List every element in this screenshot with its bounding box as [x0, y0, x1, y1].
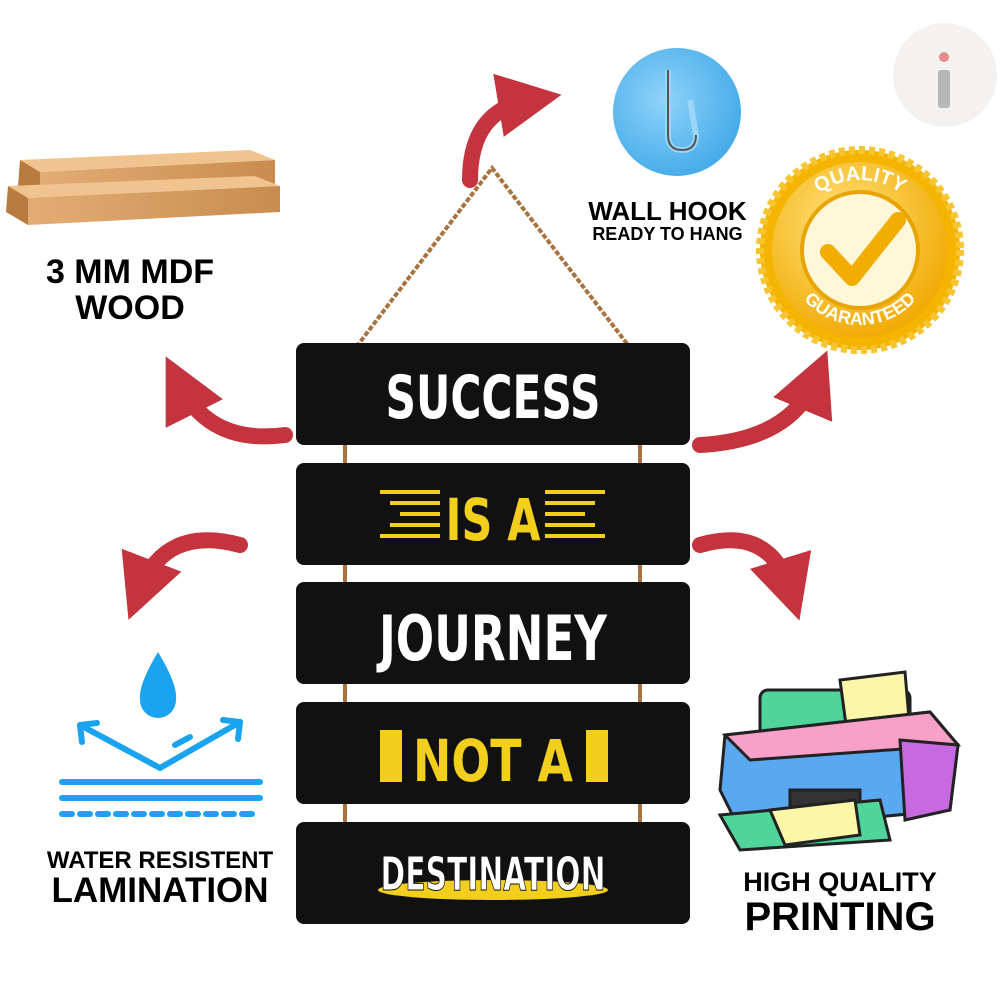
board-is-a: IS A [296, 463, 690, 565]
board-journey: JOURNEY [296, 582, 690, 684]
printer-icon [717, 670, 962, 852]
wall-hook-icon [613, 48, 741, 176]
hook-label-line1: WALL HOOK [588, 196, 747, 226]
board-not-a: NOT A [296, 702, 690, 804]
quality-guaranteed-badge: QUALITY GUARANTEED [756, 146, 964, 354]
board-success: SUCCESS [296, 343, 690, 445]
board-destination: DESTINATION [296, 822, 690, 924]
hook-label-line2: READY TO HANG [592, 224, 743, 245]
wood-label-line1: 3 MM MDF [45, 253, 215, 291]
printing-label: HIGH QUALITY PRINTING [725, 867, 955, 940]
water-resistant-icon [59, 652, 263, 817]
arrow-to-wood [165, 356, 293, 445]
arrow-to-water [121, 532, 248, 620]
arrow-to-printer [692, 532, 812, 621]
printing-label-line2: PRINTING [744, 895, 936, 940]
sign-boards: SUCCESS IS A JOURNEY NOT A DESTINATION [296, 343, 690, 924]
wood-label-line2: WOOD [75, 288, 185, 327]
arrows [121, 73, 833, 621]
water-label-line1: WATER RESISTENT [46, 847, 274, 874]
water-label-line2: LAMINATION [51, 871, 269, 911]
board-text: DESTINATION [381, 847, 606, 901]
wood-planks-icon [6, 150, 280, 225]
board-text: IS A [446, 486, 541, 554]
hook-label: WALL HOOK READY TO HANG [575, 196, 760, 245]
arrow-to-badge [692, 350, 833, 453]
wood-label: 3 MM MDF WOOD [20, 253, 240, 327]
board-text: JOURNEY [376, 602, 608, 675]
printing-label-line1: HIGH QUALITY [743, 867, 937, 897]
water-label: WATER RESISTENT LAMINATION [30, 848, 290, 910]
board-text: NOT A [413, 727, 573, 795]
brand-logo [893, 23, 997, 127]
board-text: SUCCESS [386, 363, 601, 433]
arrow-to-hook [462, 73, 562, 188]
